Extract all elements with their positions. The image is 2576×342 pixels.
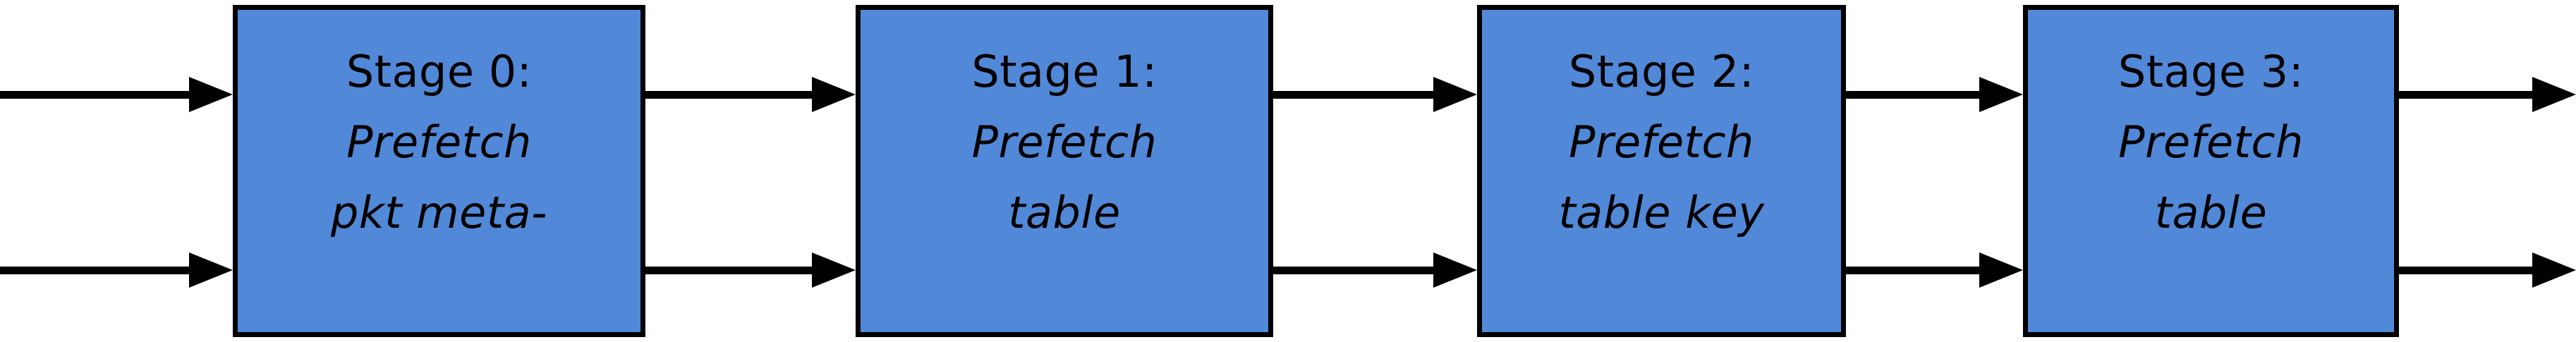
arrowhead-icon: [1433, 252, 1477, 288]
arrow-shaft: [1273, 267, 1433, 274]
arrow-shaft: [1846, 267, 1979, 274]
arrow-input-bottom: [0, 252, 233, 288]
stage-2-title: Stage 2:: [1568, 46, 1755, 97]
stage-box-3[interactable]: Stage 3: Prefetch table: [2023, 5, 2399, 337]
stage-box-0[interactable]: Stage 0: Prefetch pkt meta-: [233, 5, 645, 337]
arrowhead-icon: [1979, 252, 2023, 288]
arrowhead-icon: [189, 252, 233, 288]
arrowhead-icon: [189, 77, 233, 112]
stage-0-desc-line-1: Prefetch: [346, 116, 532, 168]
arrow-shaft: [1273, 91, 1433, 99]
arrowhead-icon: [812, 77, 856, 112]
arrowhead-icon: [812, 252, 856, 288]
arrow-stage0-to-stage1-top: [645, 77, 856, 112]
arrow-shaft: [645, 267, 812, 274]
arrow-input-top: [0, 77, 233, 112]
stage-1-desc-line-2: table: [1008, 187, 1121, 238]
stage-1-title: Stage 1:: [971, 46, 1158, 97]
arrow-shaft: [0, 267, 189, 274]
arrow-stage2-to-stage3-top: [1846, 77, 2023, 112]
arrow-shaft: [2399, 91, 2532, 99]
arrowhead-icon: [1433, 77, 1477, 112]
stage-3-desc-line-1: Prefetch: [2118, 116, 2304, 168]
arrow-stage1-to-stage2-top: [1273, 77, 1477, 112]
stage-3-desc-line-2: table: [2154, 187, 2268, 238]
arrow-shaft: [1846, 91, 1979, 99]
arrow-output-top: [2399, 77, 2576, 112]
stage-2-desc-line-1: Prefetch: [1569, 116, 1754, 168]
arrow-stage1-to-stage2-bottom: [1273, 252, 1477, 288]
arrow-stage2-to-stage3-bottom: [1846, 252, 2023, 288]
stage-box-1[interactable]: Stage 1: Prefetch table: [856, 5, 1273, 337]
stage-3-title: Stage 3:: [2118, 46, 2304, 97]
arrow-shaft: [2399, 267, 2532, 274]
stage-0-desc-line-2: pkt meta-: [331, 187, 547, 238]
arrow-shaft: [0, 91, 189, 99]
stage-0-title: Stage 0:: [346, 46, 533, 97]
arrowhead-icon: [1979, 77, 2023, 112]
arrow-output-bottom: [2399, 252, 2576, 288]
arrow-shaft: [645, 91, 812, 99]
arrowhead-icon: [2532, 77, 2576, 112]
stage-1-desc-line-1: Prefetch: [971, 116, 1158, 168]
stage-2-desc-line-2: table key: [1558, 187, 1765, 238]
stage-box-2[interactable]: Stage 2: Prefetch table key: [1477, 5, 1846, 337]
arrowhead-icon: [2532, 252, 2576, 288]
arrow-stage0-to-stage1-bottom: [645, 252, 856, 288]
